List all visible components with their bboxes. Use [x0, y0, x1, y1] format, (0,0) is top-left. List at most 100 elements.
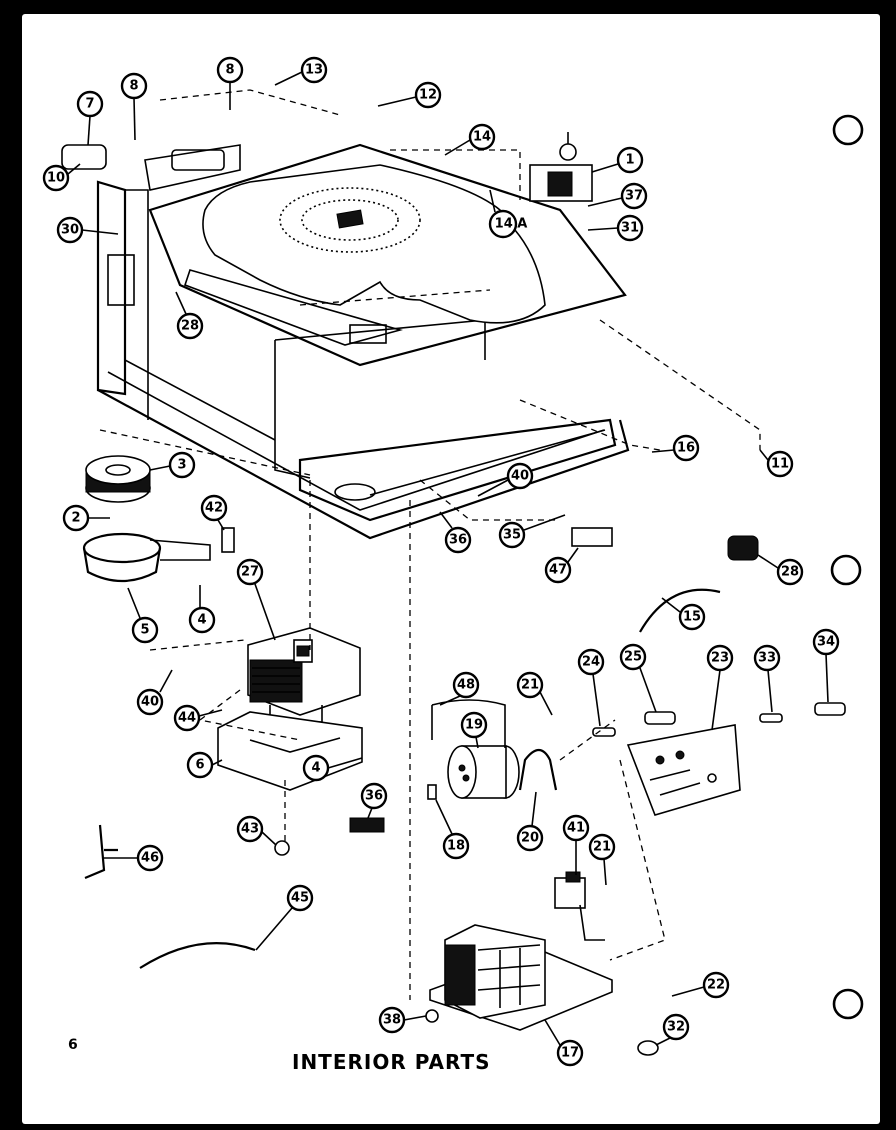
callout-37: 37	[587, 182, 648, 210]
callout-17: 17	[544, 1019, 584, 1067]
callout-22-label: 22	[707, 978, 725, 993]
callout-4b-label: 4	[311, 761, 320, 776]
callout-37-label: 37	[625, 189, 643, 204]
callout-34: 34	[812, 628, 840, 703]
callout-44: 44	[173, 704, 223, 732]
callout-4a: 4	[188, 585, 216, 634]
callout-11-label: 11	[771, 457, 789, 472]
callout-13-label: 13	[305, 63, 323, 78]
callout-43-label: 43	[241, 822, 259, 837]
callout-28b: 28	[175, 291, 204, 340]
callout-23: 23	[706, 644, 734, 731]
callout-36a: 36	[439, 511, 472, 554]
callout-33: 33	[753, 644, 781, 713]
page-number: 6	[68, 1037, 78, 1053]
callout-27: 27	[236, 558, 276, 641]
callout-38: 38	[378, 1006, 427, 1034]
callout-38-label: 38	[383, 1013, 401, 1028]
callout-15-label: 15	[683, 610, 701, 625]
callout-12: 12	[377, 81, 442, 109]
fuse-holder	[592, 702, 846, 737]
control-board	[626, 724, 741, 816]
callout-28a-label: 28	[781, 565, 799, 580]
callout-17-label: 17	[561, 1046, 579, 1061]
callout-2-label: 2	[71, 511, 80, 526]
callout-8b-label: 8	[225, 63, 234, 78]
callout-27-label: 27	[241, 565, 259, 580]
callout-10-label: 10	[47, 171, 65, 186]
callout-36b: 36	[360, 782, 388, 819]
binder-hole-bottom	[832, 988, 864, 1020]
callout-3-label: 3	[177, 458, 186, 473]
callout-7-label: 7	[85, 97, 94, 112]
fan-blade	[85, 455, 151, 503]
callout-45: 45	[255, 884, 314, 951]
callout-14: 14	[444, 123, 496, 156]
callout-47: 47	[544, 547, 579, 584]
callout-12-label: 12	[419, 88, 437, 103]
callout-36a-label: 36	[449, 533, 467, 548]
binder-hole-top	[832, 114, 864, 146]
callout-8b: 8	[216, 56, 244, 110]
callout-14a: 14 A	[488, 189, 528, 239]
page-title: INTERIOR PARTS	[292, 1050, 491, 1074]
callout-16: 16	[651, 434, 700, 462]
callout-47-label: 47	[549, 563, 567, 578]
callout-15: 15	[661, 597, 706, 631]
callout-30-label: 30	[61, 223, 79, 238]
magnetron-tray	[217, 711, 363, 791]
callout-20-label: 20	[521, 831, 539, 846]
callout-5-label: 5	[140, 623, 149, 638]
callout-5: 5	[127, 587, 159, 644]
callout-31-label: 31	[621, 221, 639, 236]
callout-22: 22	[671, 971, 730, 999]
callout-41: 41	[562, 814, 590, 875]
callout-18a-label: 18	[447, 839, 465, 854]
callout-36b-label: 36	[365, 789, 383, 804]
fan-shroud	[82, 532, 211, 582]
callout-42-label: 42	[205, 501, 223, 516]
binder-hole-middle	[830, 554, 862, 586]
callout-48-label: 48	[457, 678, 475, 693]
callout-35-label: 35	[503, 528, 521, 543]
callout-28b-label: 28	[181, 319, 199, 334]
bracket	[84, 824, 118, 880]
callout-10: 10	[42, 163, 81, 192]
callout-44-label: 44	[178, 711, 196, 726]
wire-lead	[639, 588, 721, 633]
wire-harness	[139, 942, 256, 969]
callout-45-label: 45	[291, 891, 309, 906]
callout-40b-label: 40	[141, 695, 159, 710]
callout-28a: 28	[757, 554, 804, 586]
capacitor	[427, 699, 520, 800]
callout-4b: 4	[302, 754, 363, 782]
callout-32: 32	[655, 1013, 690, 1046]
callout-25: 25	[619, 643, 657, 713]
fan-motor	[529, 132, 593, 202]
callout-40a-label: 40	[511, 469, 529, 484]
callout-40b: 40	[136, 669, 173, 716]
callout-23-label: 23	[711, 651, 729, 666]
callout-30: 30	[56, 216, 119, 244]
callout-14a-label: 14 A	[495, 217, 528, 232]
callout-42: 42	[200, 494, 228, 531]
magnetron	[247, 627, 361, 723]
callout-33-label: 33	[758, 651, 776, 666]
callout-34-label: 34	[817, 635, 835, 650]
callout-2: 2	[62, 504, 110, 532]
callout-46: 46	[104, 844, 164, 872]
callout-21a: 21	[516, 671, 553, 716]
callout-46-label: 46	[141, 851, 159, 866]
oven-chassis	[96, 143, 630, 540]
callout-13: 13	[274, 56, 328, 86]
callout-18a: 18	[435, 799, 470, 860]
callout-14-label: 14	[473, 130, 491, 145]
callout-35: 35	[498, 514, 566, 549]
callout-6-label: 6	[195, 758, 204, 773]
small-parts	[61, 144, 759, 1056]
callout-16-label: 16	[677, 441, 695, 456]
callout-6: 6	[186, 751, 223, 779]
callout-21b: 21	[588, 833, 616, 886]
callout-48: 48	[439, 671, 480, 706]
